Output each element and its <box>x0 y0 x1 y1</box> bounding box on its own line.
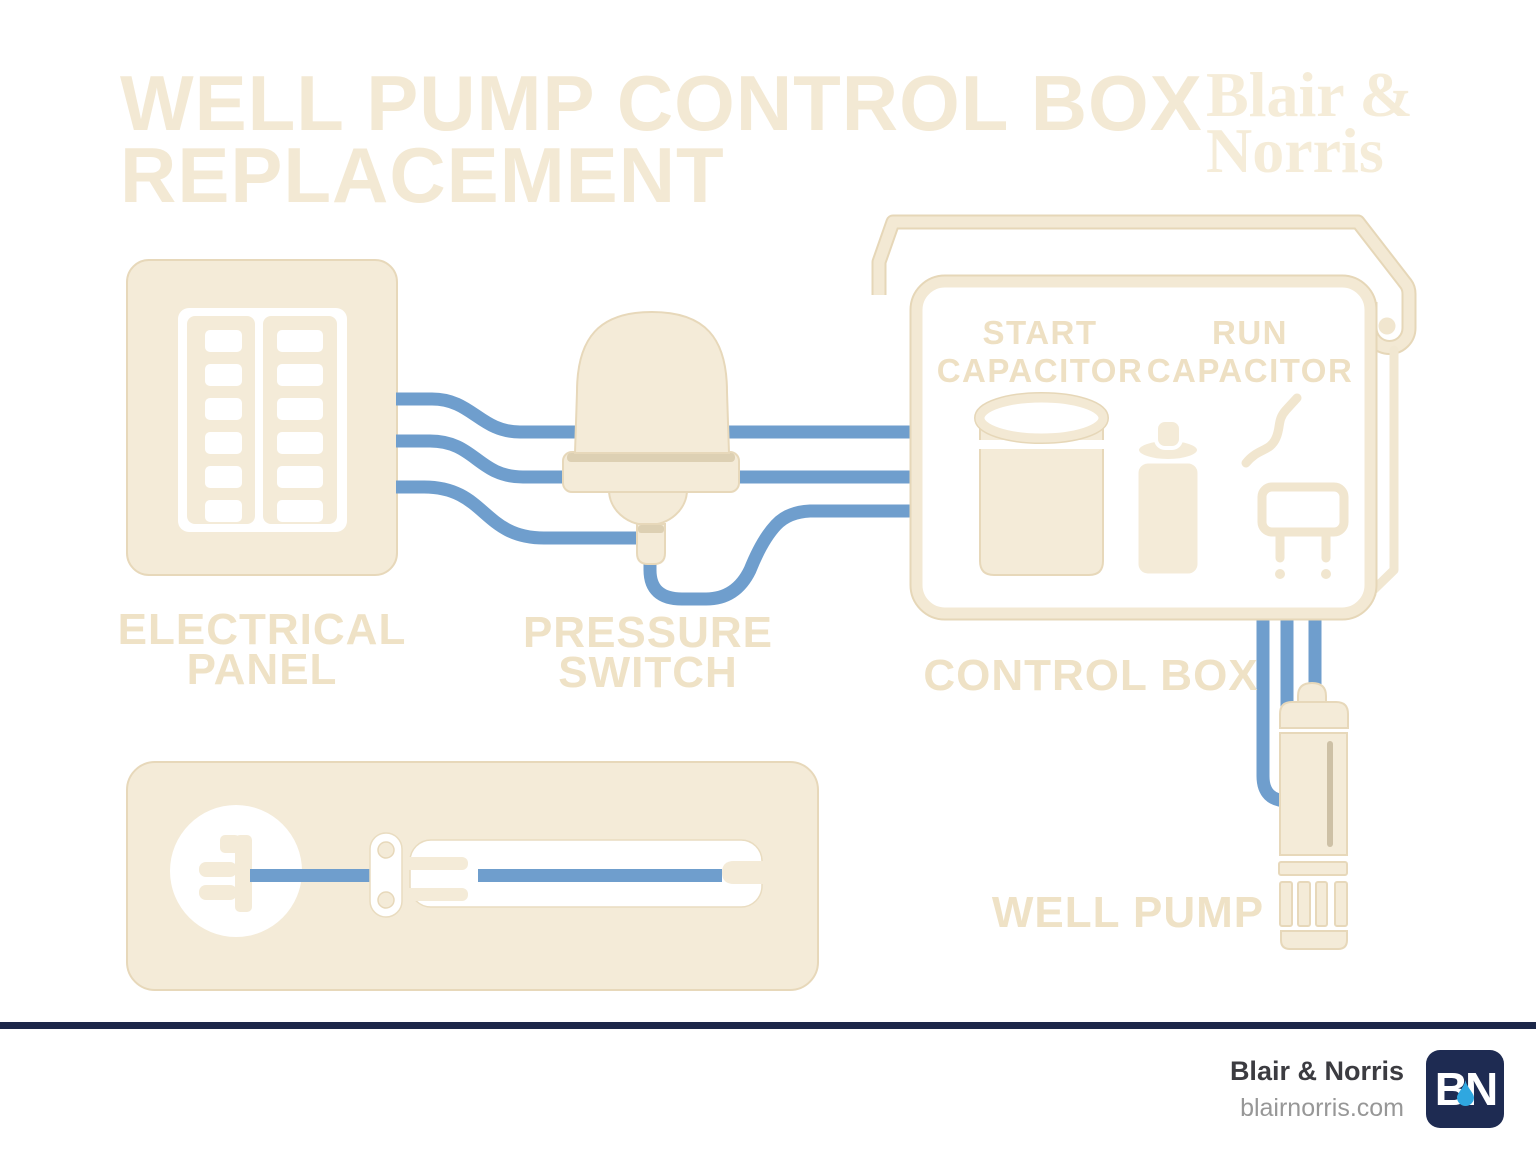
splice-wire-left <box>250 869 372 882</box>
breaker-slot <box>205 500 242 522</box>
footer-divider <box>0 1022 1536 1029</box>
plug-prong <box>199 885 237 900</box>
pump-body <box>1279 732 1348 856</box>
plug-prong <box>199 862 237 877</box>
pressure-switch-label-line2: SWITCH <box>558 648 738 697</box>
start-capacitor-label-line1: START <box>982 314 1097 351</box>
terminal-block-icon <box>1257 482 1349 579</box>
pump-intake-bar <box>1279 881 1293 927</box>
pump-body-slot <box>1327 741 1333 847</box>
switch-lower-bowl <box>607 489 689 526</box>
electrical-panel-illustration <box>126 259 398 576</box>
cylinder-seam <box>978 440 1105 449</box>
bottle-cap <box>1154 418 1183 450</box>
terminal-dot <box>1275 569 1285 579</box>
switch-stem <box>636 523 666 565</box>
pump-cap <box>1279 701 1349 729</box>
wire-squiggle-icon <box>1241 393 1302 468</box>
well-pump-label: WELL PUMP <box>992 888 1264 937</box>
switch-collar-band <box>567 453 735 462</box>
breaker-slot <box>205 432 242 454</box>
switch-stem-band <box>638 525 664 533</box>
water-drop-icon <box>1457 1080 1474 1106</box>
pump-intake-bar <box>1297 881 1311 927</box>
cylinder-body <box>979 417 1104 576</box>
pump-intake-bar <box>1315 881 1328 927</box>
control-box-illustration: START CAPACITOR RUN CAPACITOR <box>871 214 1417 621</box>
wire-panel-to-switch <box>396 480 648 545</box>
run-capacitor-label-line2: CAPACITOR <box>1147 352 1354 389</box>
start-capacitor-label-line2: CAPACITOR <box>937 352 1144 389</box>
bracket-hole <box>377 891 395 909</box>
pump-base <box>1280 930 1348 950</box>
switch-dome <box>573 310 731 454</box>
footer-website: blairnorris.com <box>1240 1093 1404 1122</box>
footer-company-name: Blair & Norris <box>1229 1055 1404 1086</box>
cylinder-top <box>975 393 1108 443</box>
bracket-hole <box>377 841 395 859</box>
pressure-switch-illustration <box>562 310 740 565</box>
page-title-line1: WELL PUMP CONTROL BOX <box>120 59 1203 147</box>
breaker-slot <box>205 398 242 420</box>
breaker-slot <box>277 398 323 420</box>
breaker-slot <box>205 330 242 352</box>
bn-logo: BN <box>1426 1050 1504 1128</box>
electrical-panel-label-line2: PANEL <box>187 645 338 694</box>
splice-tine <box>404 857 468 870</box>
splice-bracket <box>369 832 403 918</box>
pressure-switch-label-line1: PRESSURE <box>523 608 773 657</box>
footer: Blair & Norris blairnorris.com BN <box>1230 1050 1504 1128</box>
breaker-slot <box>205 364 242 386</box>
pump-wire-connector <box>1297 681 1327 704</box>
pump-ring <box>1278 861 1348 876</box>
plug-body <box>235 835 252 912</box>
electrical-panel-label-line1: ELECTRICAL <box>118 605 407 654</box>
splice-tine <box>404 888 468 901</box>
wire-panel-to-box-middle <box>396 434 925 484</box>
splice-kit-illustration <box>126 761 819 991</box>
breaker-slot <box>277 466 323 488</box>
footer-text: Blair & Norris blairnorris.com <box>1230 1056 1404 1123</box>
page-title-line2: REPLACEMENT <box>120 131 725 219</box>
brand-wordmark-line2: Norris <box>1206 115 1384 186</box>
run-capacitor-label-line1: RUN <box>1212 314 1288 351</box>
breaker-slot <box>277 432 323 454</box>
wire-switch-to-box <box>643 504 925 606</box>
well-pump-illustration <box>1278 681 1349 950</box>
bottle-body <box>1135 460 1201 577</box>
terminal-dot <box>1321 569 1331 579</box>
start-capacitor-icon <box>974 392 1109 576</box>
wire-panel-to-box-top <box>396 392 925 439</box>
breaker-slot <box>205 466 242 488</box>
brand-wordmark-line1: Blair & <box>1206 59 1413 130</box>
plug-icon <box>199 835 252 912</box>
run-capacitor-icon <box>1135 418 1201 577</box>
breaker-slot <box>277 330 323 352</box>
screw-icon <box>1378 317 1396 335</box>
control-box-label: CONTROL BOX <box>923 651 1258 700</box>
terminal-body <box>1257 482 1349 537</box>
pump-intake-bar <box>1334 881 1348 927</box>
breaker-slot <box>277 364 323 386</box>
splice-claw-notch <box>722 861 764 884</box>
splice-wire-right <box>478 869 722 882</box>
breaker-slot <box>277 500 323 522</box>
